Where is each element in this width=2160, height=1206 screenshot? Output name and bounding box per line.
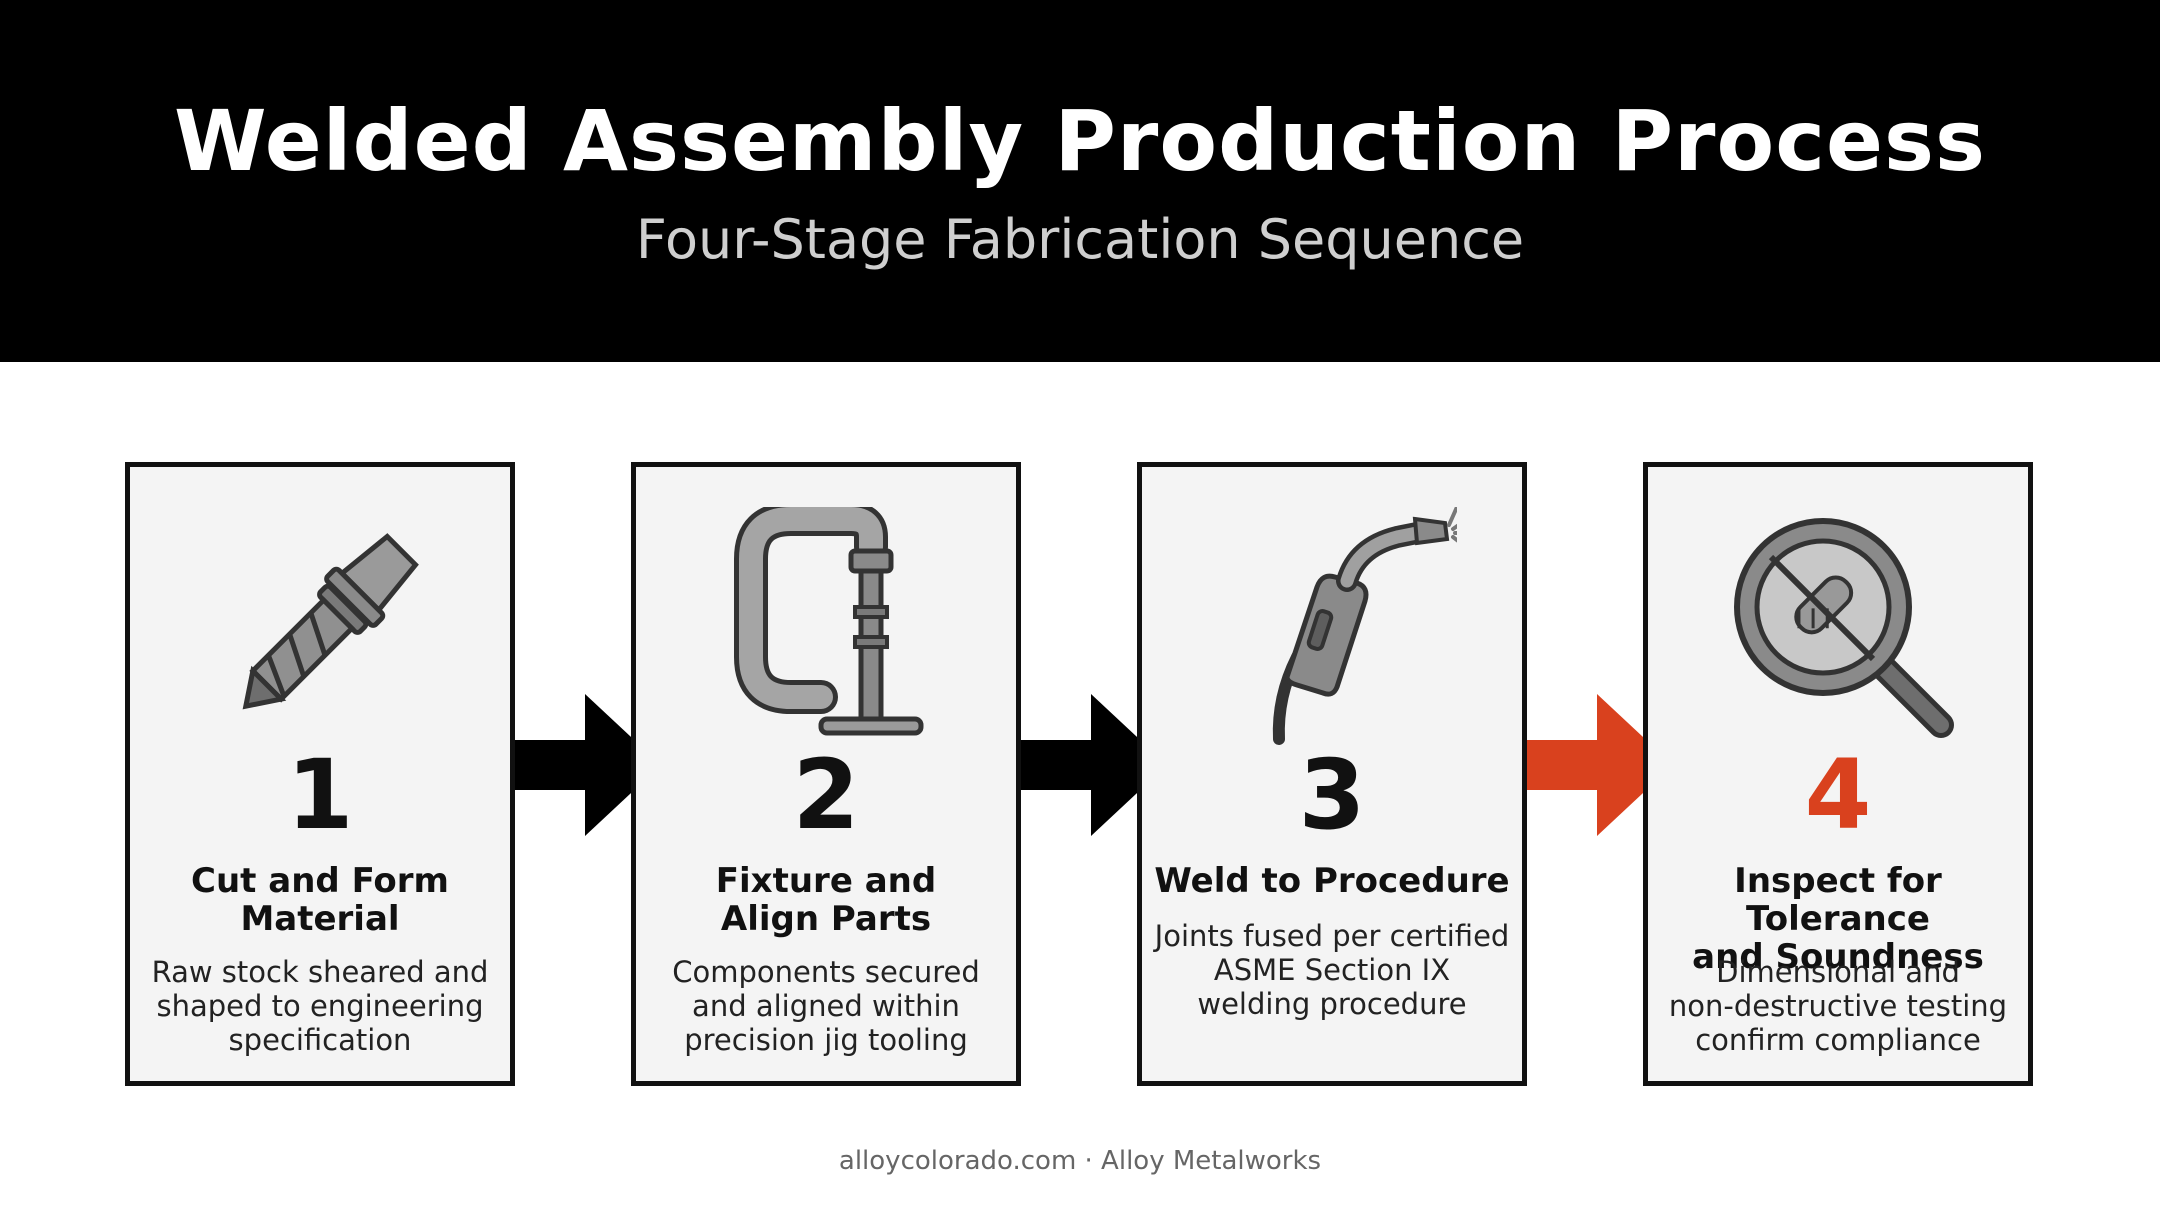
- page-title: Welded Assembly Production Process: [174, 92, 1986, 190]
- step-number: 1: [286, 739, 354, 851]
- step-card-4: 4 Inspect for Tolerance and Soundness Di…: [1643, 462, 2033, 1086]
- step-title: Weld to Procedure: [1154, 861, 1510, 901]
- header-banner: Welded Assembly Production Process Four-…: [0, 0, 2160, 362]
- page-subtitle: Four-Stage Fabrication Sequence: [635, 208, 1525, 271]
- step-title: Fixture and Align Parts: [715, 861, 937, 939]
- magnifying-glass-icon: [1734, 518, 1954, 738]
- step-card-2: 2 Fixture and Align Parts Components sec…: [631, 462, 1021, 1086]
- step-title: Cut and Form Material: [191, 861, 449, 939]
- arrow-icon: [1021, 694, 1167, 836]
- step-number: 3: [1298, 739, 1366, 851]
- step-description: Raw stock sheared and shaped to engineer…: [151, 955, 489, 1057]
- step-card-3: 3 Weld to Procedure Joints fused per cer…: [1137, 462, 1527, 1086]
- c-clamp-icon: [734, 507, 924, 736]
- step-title: Inspect for Tolerance and Soundness: [1692, 861, 1984, 977]
- arrow-icon: [515, 694, 661, 836]
- step-number: 2: [792, 739, 860, 851]
- step-card-1: 1 Cut and Form Material Raw stock sheare…: [125, 462, 515, 1086]
- step-description: Components secured and aligned within pr…: [672, 955, 980, 1057]
- drill-bit-icon: [242, 533, 419, 710]
- step-description: Joints fused per certified ASME Section …: [1154, 919, 1510, 1021]
- step-description: Dimensional and non-destructive testing …: [1668, 955, 2008, 1057]
- footer-credit: alloycolorado.com · Alloy Metalworks: [838, 1146, 1322, 1176]
- step-number: 4: [1804, 739, 1872, 851]
- welding-torch-icon: [1272, 507, 1457, 745]
- arrow-icon-accent: [1527, 694, 1673, 836]
